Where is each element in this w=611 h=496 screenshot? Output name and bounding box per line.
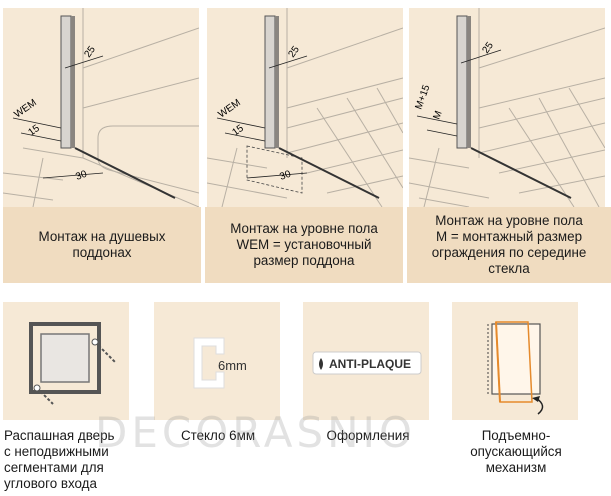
dim-25-text: 25 bbox=[480, 40, 496, 56]
caption-line: Монтаж на уровне пола bbox=[230, 221, 378, 236]
lift-lower-mechanism-icon bbox=[452, 302, 578, 420]
feature-label-line: Подъемно- bbox=[481, 428, 551, 443]
six-mm-text: 6mm bbox=[218, 358, 247, 373]
caption-line: поддонах bbox=[72, 245, 132, 260]
dim-wem-text: WEM bbox=[216, 97, 242, 120]
dim-m15-text: M+15 bbox=[413, 83, 432, 111]
dim-15-text: 15 bbox=[230, 123, 246, 139]
dim-25-text: 25 bbox=[286, 44, 302, 60]
feature-label-line: Стекло 6мм bbox=[180, 428, 256, 443]
dim-25-text: 25 bbox=[82, 44, 98, 60]
dim-m-text: M bbox=[431, 109, 444, 121]
diagram-floor-level-wem: 25 WEM 15 30 bbox=[207, 8, 403, 207]
feature-label-line: опускающийся bbox=[470, 444, 562, 459]
dim-15-text: 15 bbox=[26, 123, 42, 139]
feature-label-lift-lower: Подъемно- опускающийся механизм bbox=[446, 428, 586, 476]
caption-floor-level-m: Монтаж на уровне пола M = монтажный разм… bbox=[407, 207, 611, 283]
feature-label-line: углового входа bbox=[4, 476, 97, 491]
caption-line: размер поддона bbox=[253, 253, 355, 268]
dim-30-text: 30 bbox=[278, 169, 293, 183]
feature-label-hinged-door: Распашная дверь с неподвижными сегментам… bbox=[0, 428, 144, 492]
feature-label-glass: Стекло 6мм bbox=[148, 428, 288, 444]
dim-30-text: 30 bbox=[74, 169, 89, 183]
caption-line: Монтаж на уровне пола bbox=[435, 213, 583, 228]
caption-line: WEM = установочный bbox=[236, 237, 372, 252]
diagram-shower-tray-mounting: 25 WEM 15 30 bbox=[3, 8, 199, 207]
caption-line: стекла bbox=[488, 261, 530, 276]
glass-thickness-icon: 6mm bbox=[154, 302, 280, 420]
hinged-door-icon bbox=[3, 302, 129, 420]
feature-label-line: Оформления bbox=[326, 428, 410, 443]
anti-plaque-icon: ANTI-PLAQUE bbox=[303, 302, 429, 420]
caption-line: M = монтажный размер bbox=[435, 229, 583, 244]
feature-label-line: механизм bbox=[485, 460, 547, 475]
anti-plaque-text: ANTI-PLAQUE bbox=[329, 357, 411, 371]
feature-label-line: сегментами для bbox=[4, 460, 104, 475]
caption-line: Монтаж на душевых bbox=[38, 229, 166, 244]
feature-label-anti-plaque: Оформления bbox=[298, 428, 438, 444]
caption-floor-level-wem: Монтаж на уровне пола WEM = установочный… bbox=[205, 207, 405, 283]
caption-shower-tray: Монтаж на душевых поддонах bbox=[3, 207, 203, 283]
dim-wem-text: WEM bbox=[12, 97, 38, 120]
caption-line: ограждения по середине bbox=[431, 245, 587, 260]
feature-label-line: Распашная дверь bbox=[4, 428, 115, 443]
feature-label-line: с неподвижными bbox=[4, 444, 109, 459]
diagram-floor-level-m: 25 M+15 M bbox=[409, 8, 605, 207]
